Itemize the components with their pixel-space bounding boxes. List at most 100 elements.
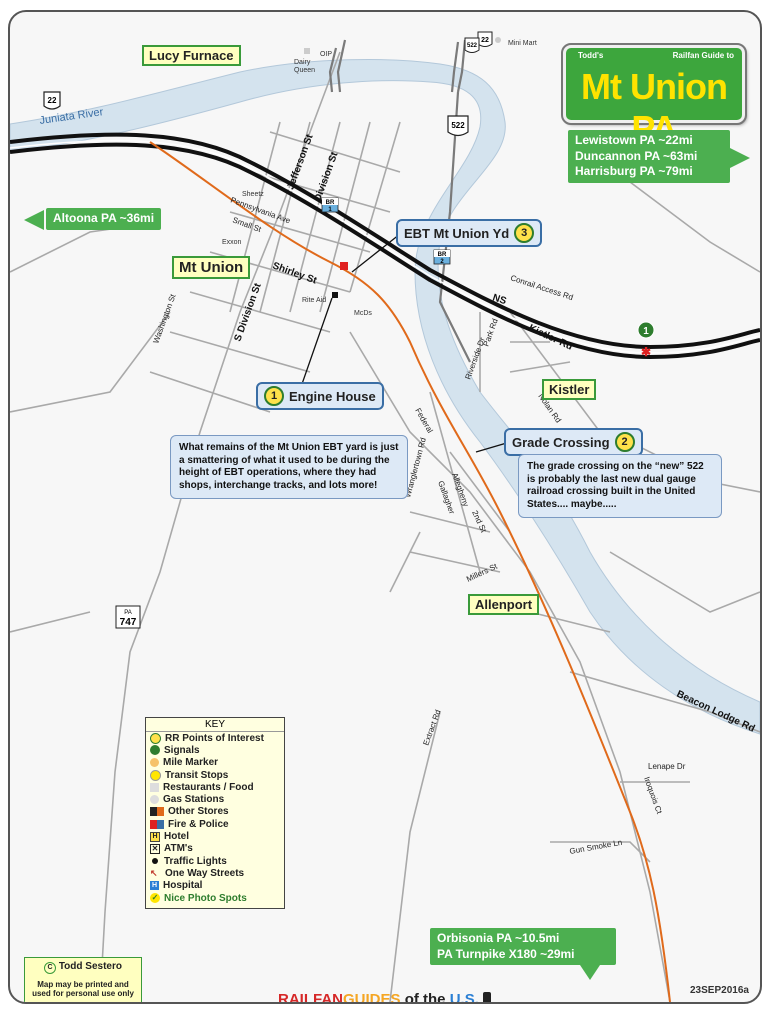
- west-arrow-icon: [24, 210, 44, 230]
- poi-rite-aid: Rite Aid: [302, 297, 326, 304]
- svg-text:22: 22: [481, 37, 489, 44]
- atm-icon: ✕: [150, 843, 160, 854]
- key-label: Traffic Lights: [164, 855, 227, 867]
- destination-west: Altoona PA ~36mi: [46, 208, 162, 230]
- key-label: RR Points of Interest: [165, 732, 264, 744]
- key-label: Gas Stations: [163, 794, 225, 806]
- key-row: ✓ Nice Photo Spots: [146, 892, 284, 904]
- juniata-river: [10, 58, 760, 735]
- key-row: Gas Stations: [146, 793, 284, 805]
- label-ns: NS: [491, 292, 508, 307]
- title-sign: Todd's Railfan Guide to Mt Union PA: [561, 43, 747, 149]
- photo-spot-icon: ✱: [641, 345, 651, 359]
- callout-grade-crossing-label: Grade Crossing: [512, 434, 610, 450]
- callout-ebt-yard-label: EBT Mt Union Yd: [404, 225, 510, 241]
- key-row: RR Points of Interest: [146, 732, 284, 744]
- svg-text:2: 2: [440, 259, 444, 265]
- ebt-track: [149, 141, 671, 1002]
- store-icon: [150, 807, 164, 817]
- callout-engine-house: 1 Engine House: [256, 382, 384, 410]
- poi-dairy-queen-1: Dairy: [294, 59, 311, 66]
- place-allenport: Allenport: [468, 594, 540, 615]
- dest-south-line-1: Orbisonia PA ~10.5mi: [437, 931, 560, 945]
- date-stamp: 23SEP2016a: [690, 985, 749, 996]
- place-lucy-furnace: Lucy Furnace: [142, 45, 241, 66]
- dest-east-line-1: Lewistown PA ~22mi: [575, 133, 693, 147]
- poi-sheetz: Sheetz: [242, 191, 264, 198]
- key-row: Transit Stops: [146, 769, 284, 781]
- logo-us: U.S.: [449, 991, 479, 1004]
- gas-station-icon: [150, 795, 159, 805]
- callout-grade-crossing: Grade Crossing 2: [504, 428, 643, 456]
- street-federal: Federal: [413, 407, 434, 435]
- key-label: Hotel: [164, 831, 189, 843]
- pa747-shield: PA 747: [115, 605, 141, 629]
- street-conrail: Conrail Access Rd: [509, 273, 574, 302]
- credit-author-row: C Todd Sestero: [25, 961, 141, 974]
- title-tag-right: Railfan Guide to: [672, 51, 734, 60]
- key-label: Fire & Police: [168, 818, 229, 830]
- key-label: One Way Streets: [165, 867, 245, 879]
- east-arrow-icon: [730, 148, 750, 168]
- mile-marker-icon: [150, 758, 159, 768]
- poi-exxon: Exxon: [222, 239, 242, 246]
- callout-ebt-yard: EBT Mt Union Yd 3: [396, 219, 543, 247]
- key-row: H Hotel: [146, 830, 284, 842]
- key-row: Traffic Lights: [146, 855, 284, 867]
- restaurant-icon: [150, 782, 159, 792]
- us22-top-shield: 22: [477, 31, 493, 47]
- ebt-yard-marker: [340, 262, 348, 270]
- destination-south: Orbisonia PA ~10.5mi PA Turnpike X180 ~2…: [430, 928, 616, 966]
- hotel-icon: H: [150, 831, 160, 842]
- key-label: Restaurants / Food: [163, 781, 254, 793]
- signal-marker: [637, 321, 655, 339]
- logo-railfan: RAILFAN: [278, 991, 343, 1004]
- street-gallagher: Gallagher: [436, 480, 456, 516]
- logo-of-the: of the: [404, 991, 446, 1004]
- place-kistler: Kistler: [542, 379, 597, 400]
- key-row: Other Stores: [146, 806, 284, 818]
- key-label: Hospital: [163, 880, 203, 892]
- logo-guides: GUIDES: [343, 991, 401, 1004]
- svg-text:22: 22: [48, 96, 57, 105]
- engine-house-marker: [332, 292, 338, 298]
- signal-icon: [150, 745, 160, 756]
- place-mt-union: Mt Union: [172, 256, 251, 279]
- traffic-light-icon: [152, 858, 158, 865]
- street-grid: [10, 51, 760, 1002]
- svg-text:BR: BR: [438, 252, 447, 258]
- transit-stop-icon: [150, 769, 161, 781]
- ns-main-line: [10, 132, 760, 350]
- rr-poi-icon: [150, 732, 161, 744]
- key-header: KEY: [146, 718, 284, 732]
- fire-police-icon: [150, 819, 164, 829]
- key-label: ATM's: [164, 843, 193, 855]
- railfan-guides-logo: RAILFANGUIDES of the U.S.: [278, 991, 492, 1004]
- key-row: Mile Marker: [146, 757, 284, 769]
- key-label: Other Stores: [168, 806, 229, 818]
- street-washington: Washington St: [151, 292, 177, 344]
- svg-text:PA: PA: [124, 610, 132, 616]
- us522-top-shield: 522: [464, 37, 480, 53]
- photo-spot-icon: ✓: [150, 893, 160, 903]
- br1-shield: BR 1: [321, 197, 339, 213]
- key-label: Nice Photo Spots: [164, 892, 247, 904]
- rr-poi-icon: 1: [264, 386, 284, 406]
- callout-engine-house-label: Engine House: [289, 388, 376, 404]
- hospital-icon: H: [150, 881, 159, 891]
- credit-line-1: Map may be printed and: [37, 980, 129, 989]
- svg-text:BR: BR: [326, 200, 335, 206]
- key-label: Transit Stops: [165, 769, 229, 781]
- one-way-icon: ↖: [150, 867, 158, 878]
- note-ebt-yard: What remains of the Mt Union EBT yard is…: [170, 435, 408, 499]
- street-lenape: Lenape Dr: [648, 762, 686, 771]
- title-tag-left: Todd's: [578, 51, 604, 60]
- south-arrow-icon: [578, 962, 602, 980]
- poi-mcds: McDs: [354, 310, 372, 317]
- us22-left-shield: 22: [43, 91, 61, 110]
- br2-shield: BR 2: [433, 249, 451, 265]
- key-label: Mile Marker: [163, 757, 219, 769]
- us522-mid-shield: 522: [447, 115, 469, 137]
- credit-line-2: used for personal use only: [32, 989, 134, 998]
- svg-text:1: 1: [328, 207, 332, 213]
